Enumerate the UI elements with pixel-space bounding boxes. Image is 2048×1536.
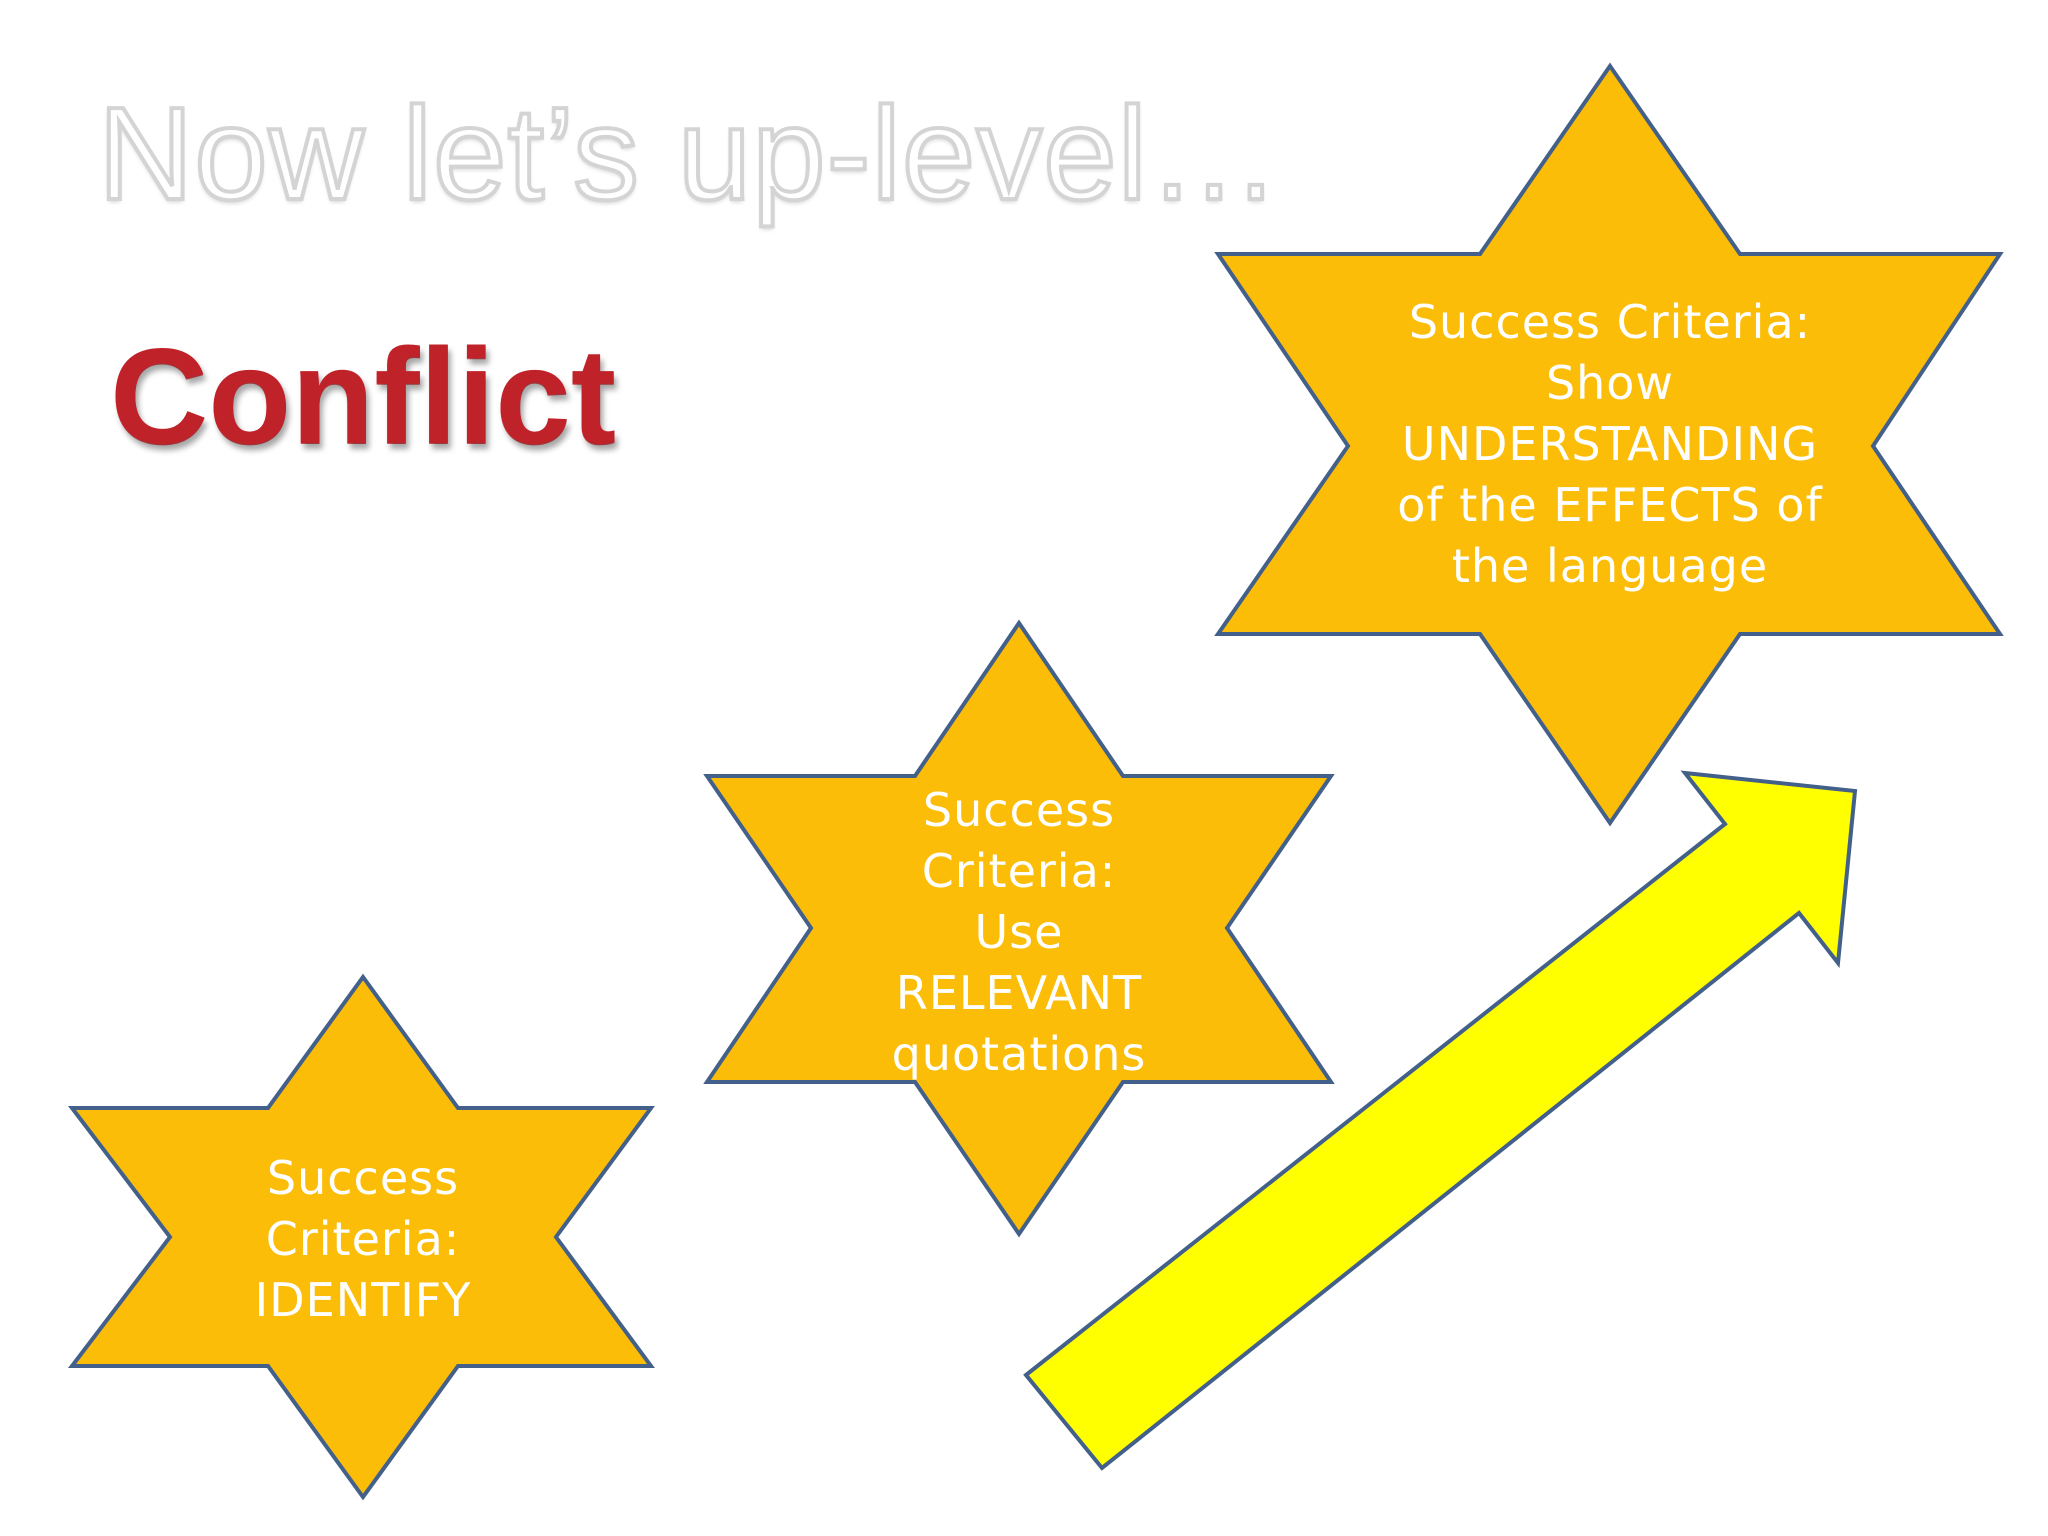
star-relevant-line: RELEVANT	[895, 966, 1143, 1020]
star-effects-line: UNDERSTANDING	[1401, 417, 1819, 471]
slide-title: Now let’s up-level…	[96, 80, 1282, 227]
star-identify	[67, 973, 655, 1501]
slide-subtitle: Conflict	[110, 320, 617, 472]
star-effects-line: of the EFFECTS of	[1397, 478, 1823, 532]
star-identify-line: Success	[266, 1151, 460, 1205]
star-identify-line: Criteria:	[265, 1212, 461, 1266]
star-relevant	[703, 619, 1335, 1238]
star-identify-label: Success Criteria: IDENTIFY	[203, 1148, 523, 1331]
star-effects-line: Show	[1545, 356, 1675, 410]
star-effects-line: Success Criteria:	[1408, 295, 1812, 349]
star-relevant-line: Success	[922, 783, 1116, 837]
star-relevant-line: quotations	[891, 1027, 1147, 1081]
star-effects	[1214, 62, 2004, 827]
star-relevant-line: Use	[974, 905, 1064, 959]
star-effects-line: the language	[1451, 539, 1769, 593]
star-relevant-line: Criteria:	[921, 844, 1117, 898]
star-identify-line: IDENTIFY	[254, 1273, 472, 1327]
star-relevant-label: Success Criteria: Use RELEVANT quotation…	[859, 780, 1179, 1085]
progress-arrow	[1023, 770, 1858, 1471]
star-effects-label: Success Criteria: Show UNDERSTANDING of …	[1330, 292, 1890, 597]
